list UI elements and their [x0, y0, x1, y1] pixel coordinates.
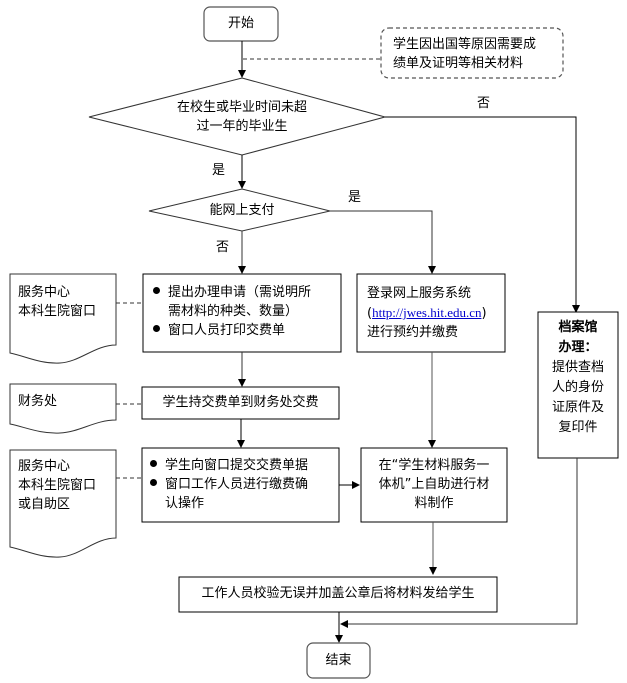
- apply-box: [142, 273, 342, 353]
- note-box: [380, 27, 564, 79]
- arrow-archive-to-end: [340, 458, 578, 628]
- decision2-text: 能网上支付: [209, 203, 275, 218]
- archive-box: [537, 311, 619, 459]
- decision1-yes-label: 是: [212, 163, 226, 178]
- note-line-2: 绩单及证明等相关材料: [393, 56, 524, 71]
- end-terminator: [306, 642, 371, 679]
- note-line-1: 学生因出国等原因需要成: [393, 37, 537, 52]
- machine-text: 在“学生材料服务一 体机”上自助进行材 料制作: [361, 456, 507, 513]
- archive-text: 档案馆 办理： 提供查档 人的身份 证原件及 复印件: [538, 318, 618, 438]
- apply-bullet-1-line-2: 需材料的种类、数量）: [168, 304, 299, 319]
- bullet-dot: [150, 479, 157, 486]
- bullet-dot: [153, 325, 160, 332]
- decision1-line-2: 过一年的毕业生: [196, 119, 288, 134]
- online-text: 登录网上服务系统 (http://jwes.hit.edu.cn) 进行预约并缴…: [367, 284, 487, 342]
- bullet-dot: [150, 460, 157, 467]
- verify-text: 工作人员校验无误并加盖公章后将材料发给学生: [201, 586, 475, 601]
- submit-bullet-1: 学生向窗口提交交费单据: [150, 456, 308, 475]
- machine-line-2: 体机”上自助进行材: [378, 477, 490, 492]
- doc-service1-line-1: 服务中心: [18, 285, 71, 300]
- paren-open: (: [367, 306, 373, 321]
- apply-bullet-2: 窗口人员打印交费单: [153, 321, 285, 340]
- arrow-decision2-yes: [330, 210, 436, 274]
- paren-close: ): [481, 306, 487, 321]
- online-link-line: (http://jwes.hit.edu.cn): [367, 303, 487, 323]
- doc-finance-line-1: 财务处: [18, 394, 58, 409]
- bullet-dot: [153, 287, 160, 294]
- start-label: 开始: [227, 16, 254, 31]
- verify-box: [178, 576, 498, 613]
- pay-box: [141, 386, 340, 420]
- online-box: [356, 273, 506, 353]
- submit-bullet-2-line-1: 窗口工作人员进行缴费确: [165, 477, 309, 492]
- submit-bullet-1-line-1: 学生向窗口提交交费单据: [165, 458, 309, 473]
- doc-service1-line-2: 本科生院窗口: [18, 304, 97, 319]
- apply-bullet-2-line-1: 窗口人员打印交费单: [168, 323, 286, 338]
- submit-bullet-2-line-2: 认操作: [165, 496, 205, 511]
- online-service-link[interactable]: http://jwes.hit.edu.cn: [372, 305, 482, 320]
- archive-body-4: 复印件: [558, 420, 598, 435]
- start-terminator: [203, 6, 279, 42]
- decision2-yes-label: 是: [348, 190, 362, 205]
- submit-box: [141, 447, 340, 523]
- archive-body-2: 人的身份: [551, 380, 604, 395]
- doc-service2-line-2: 本科生院窗口: [18, 478, 97, 493]
- apply-bullet-1: 提出办理申请（需说明所 需材料的种类、数量）: [153, 283, 311, 321]
- pay-text: 学生持交费单到财务处交费: [162, 395, 319, 410]
- decision1-text: 在校生或毕业时间未超 过一年的毕业生: [150, 98, 334, 136]
- note-text: 学生因出国等原因需要成 绩单及证明等相关材料: [393, 35, 536, 73]
- apply-bullet-1-line-1: 提出办理申请（需说明所: [168, 285, 312, 300]
- doc-finance-shape: [9, 383, 117, 434]
- archive-body-3: 证原件及: [551, 400, 604, 415]
- archive-title-2: 办理：: [558, 340, 598, 355]
- decision1-no-label: 否: [477, 96, 491, 111]
- submit-bullet-2: 窗口工作人员进行缴费确 认操作: [150, 475, 308, 513]
- doc-service2-text: 服务中心 本科生院窗口 或自助区: [18, 457, 96, 514]
- doc-service2-shape: [9, 449, 117, 558]
- archive-title-1: 档案馆: [558, 320, 598, 335]
- decision1-line-1: 在校生或毕业时间未超: [176, 100, 307, 115]
- archive-body-1: 提供查档: [551, 360, 604, 375]
- doc-service2-line-3: 或自助区: [18, 497, 71, 512]
- doc-service1-shape: [9, 273, 117, 364]
- arrow-decision1-no: [385, 116, 580, 313]
- machine-line-1: 在“学生材料服务一: [378, 458, 490, 473]
- doc-service1-text: 服务中心 本科生院窗口: [18, 283, 96, 321]
- decision2-no-label: 否: [216, 240, 230, 255]
- online-line-3: 进行预约并缴费: [367, 325, 459, 340]
- doc-service2-line-1: 服务中心: [18, 459, 71, 474]
- doc-finance-text: 财务处: [18, 392, 57, 411]
- machine-line-3: 料制作: [414, 496, 454, 511]
- machine-box: [360, 447, 508, 523]
- end-label: 结束: [325, 653, 352, 668]
- online-line-1: 登录网上服务系统: [367, 286, 472, 301]
